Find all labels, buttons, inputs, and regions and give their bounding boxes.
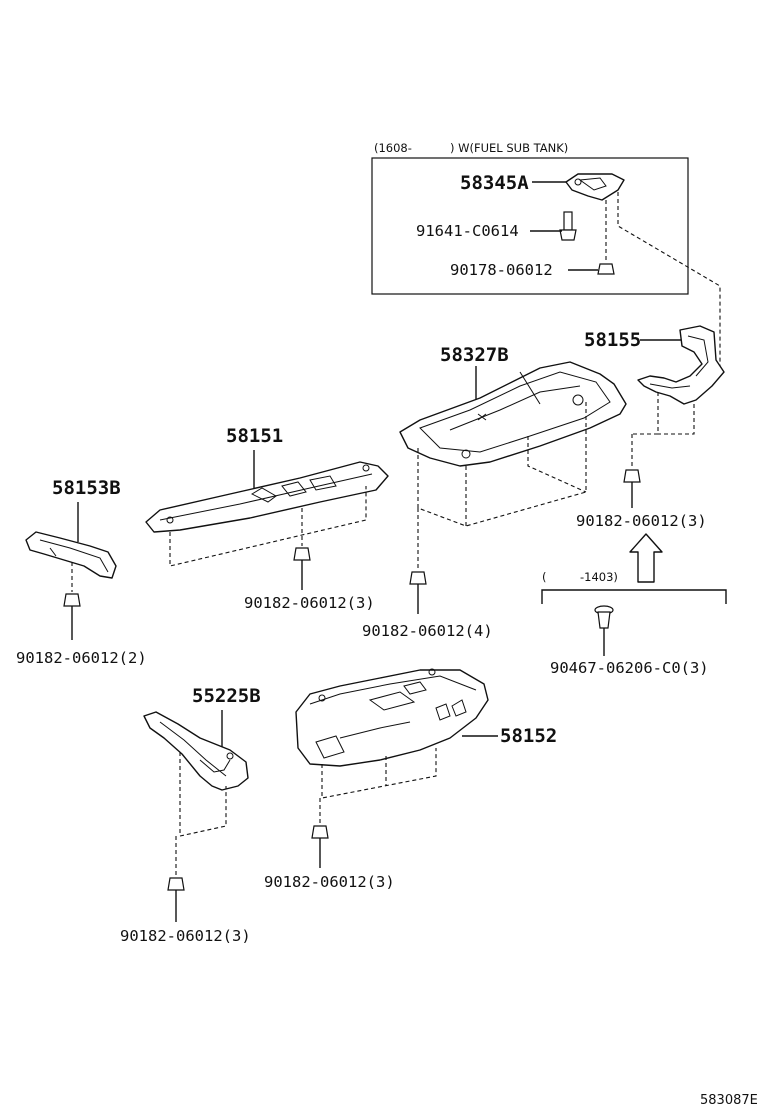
part-58152-cover[interactable]: [295, 668, 489, 767]
dash-55225B-frame: [179, 752, 227, 837]
variant-date-code: (1608-: [374, 141, 412, 155]
variant-box: [371, 157, 689, 295]
clip-90467-icon[interactable]: [594, 605, 614, 629]
label-58155: 58155: [584, 329, 641, 351]
label-58153B: 58153B: [52, 477, 121, 499]
label-90178: 90178-06012: [450, 261, 553, 279]
nut-58151-icon[interactable]: [293, 547, 311, 561]
dash-58155-b: [658, 404, 695, 435]
label-58327B: 58327B: [440, 344, 509, 366]
label-f-58152: 90182-06012(3): [264, 873, 395, 891]
part-58327B-cover[interactable]: [399, 361, 627, 467]
clip-date-code: (: [542, 570, 547, 584]
variant-condition: ) W(FUEL SUB TANK): [450, 141, 568, 155]
dash-58151-frame: [169, 486, 367, 567]
nut-58155-icon[interactable]: [623, 469, 641, 483]
part-58153B-bracket[interactable]: [25, 531, 117, 579]
part-58155-cover[interactable]: [637, 325, 725, 405]
label-55225B: 55225B: [192, 685, 261, 707]
nut-58153B-icon[interactable]: [63, 593, 81, 607]
label-58152: 58152: [500, 725, 557, 747]
label-f-58327B: 90182-06012(4): [362, 622, 493, 640]
clip-bracket-line: [541, 589, 727, 604]
nut-90178-icon[interactable]: [597, 263, 615, 275]
dash-58345A-to-58155: [617, 192, 721, 372]
part-55225B-cover[interactable]: [143, 711, 249, 791]
label-58151: 58151: [226, 425, 283, 447]
nut-55225B-icon[interactable]: [167, 877, 185, 891]
label-f-clip: 90467-06206-C0(3): [550, 659, 709, 677]
label-f-58153B: 90182-06012(2): [16, 649, 147, 667]
dash-58155-a: [632, 392, 659, 435]
replacement-arrow-icon: [629, 533, 663, 583]
bolt-91641-icon[interactable]: [559, 211, 577, 241]
label-91641: 91641-C0614: [416, 222, 519, 240]
part-58345A-bracket[interactable]: [565, 173, 625, 201]
nut-58327B-icon[interactable]: [409, 571, 427, 585]
dash-58152-frame: [321, 748, 437, 799]
dash-58327B-frame: [417, 400, 587, 527]
label-f-58151: 90182-06012(3): [244, 594, 375, 612]
label-58345A: 58345A: [460, 172, 529, 194]
part-58151-cover[interactable]: [145, 461, 389, 533]
dash-58327B-right: [527, 436, 587, 493]
clip-date-end: -1403): [580, 570, 618, 584]
label-f-55225B: 90182-06012(3): [120, 927, 251, 945]
label-f-58155: 90182-06012(3): [576, 512, 707, 530]
figure-id: 583087E: [700, 1093, 758, 1108]
nut-58152-icon[interactable]: [311, 825, 329, 839]
